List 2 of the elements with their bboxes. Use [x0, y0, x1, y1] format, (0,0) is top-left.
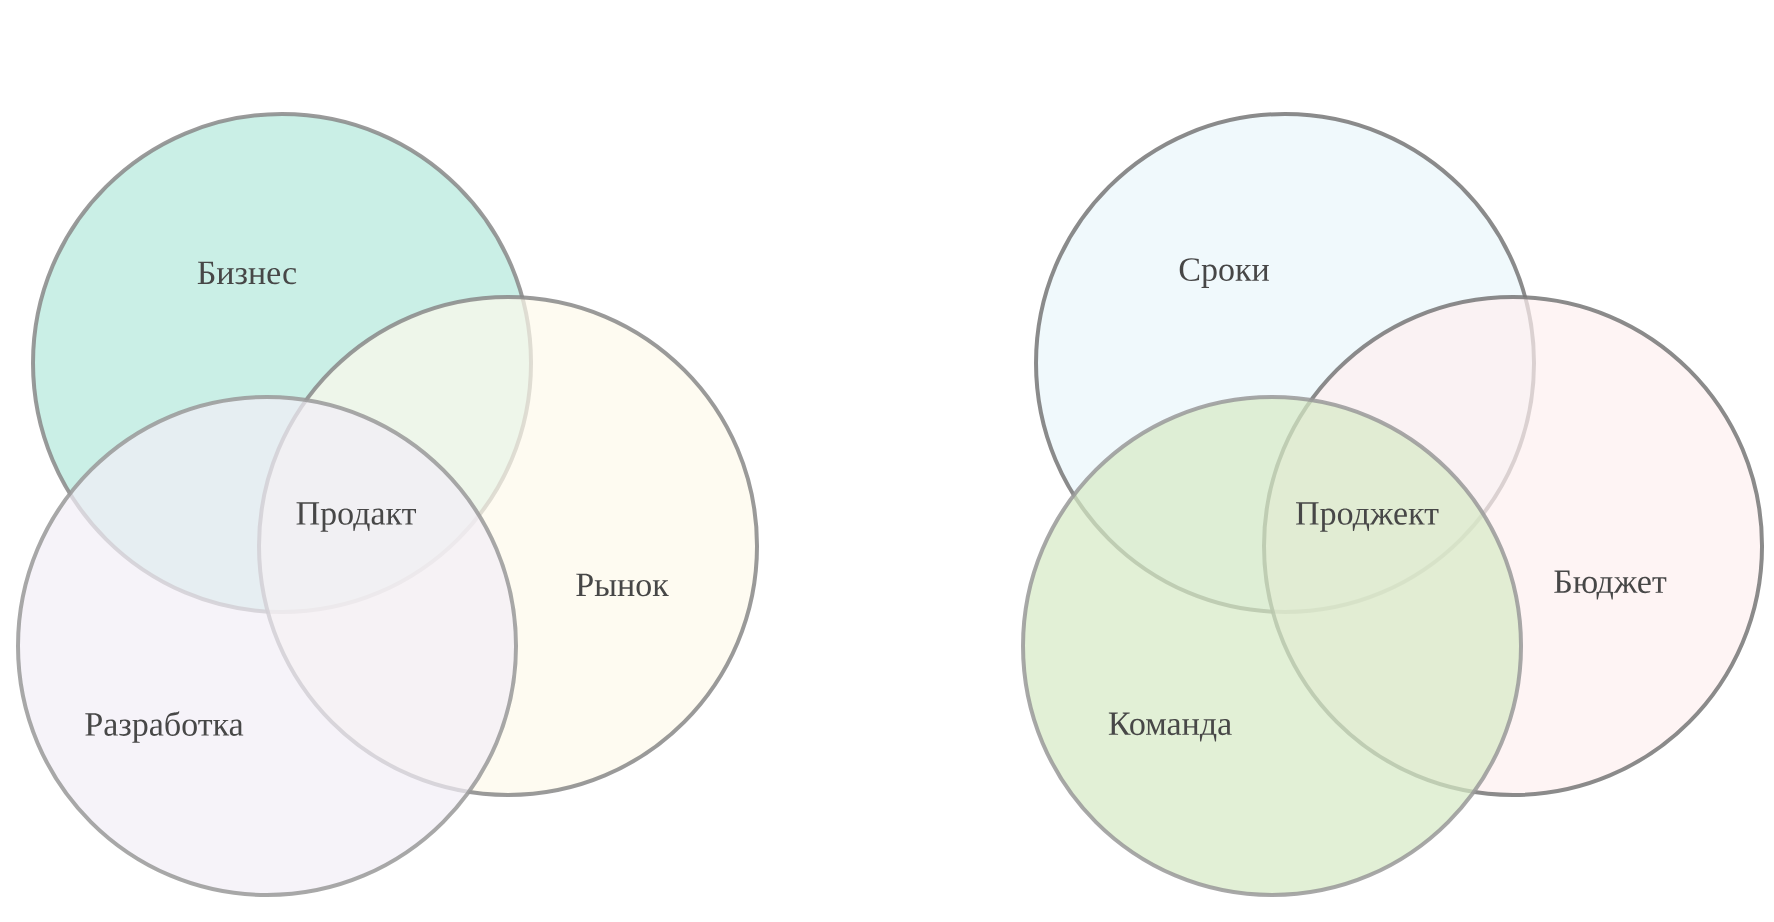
intersection-label: Проджект [1296, 502, 1439, 532]
intersection-label: Продакт [296, 502, 416, 532]
